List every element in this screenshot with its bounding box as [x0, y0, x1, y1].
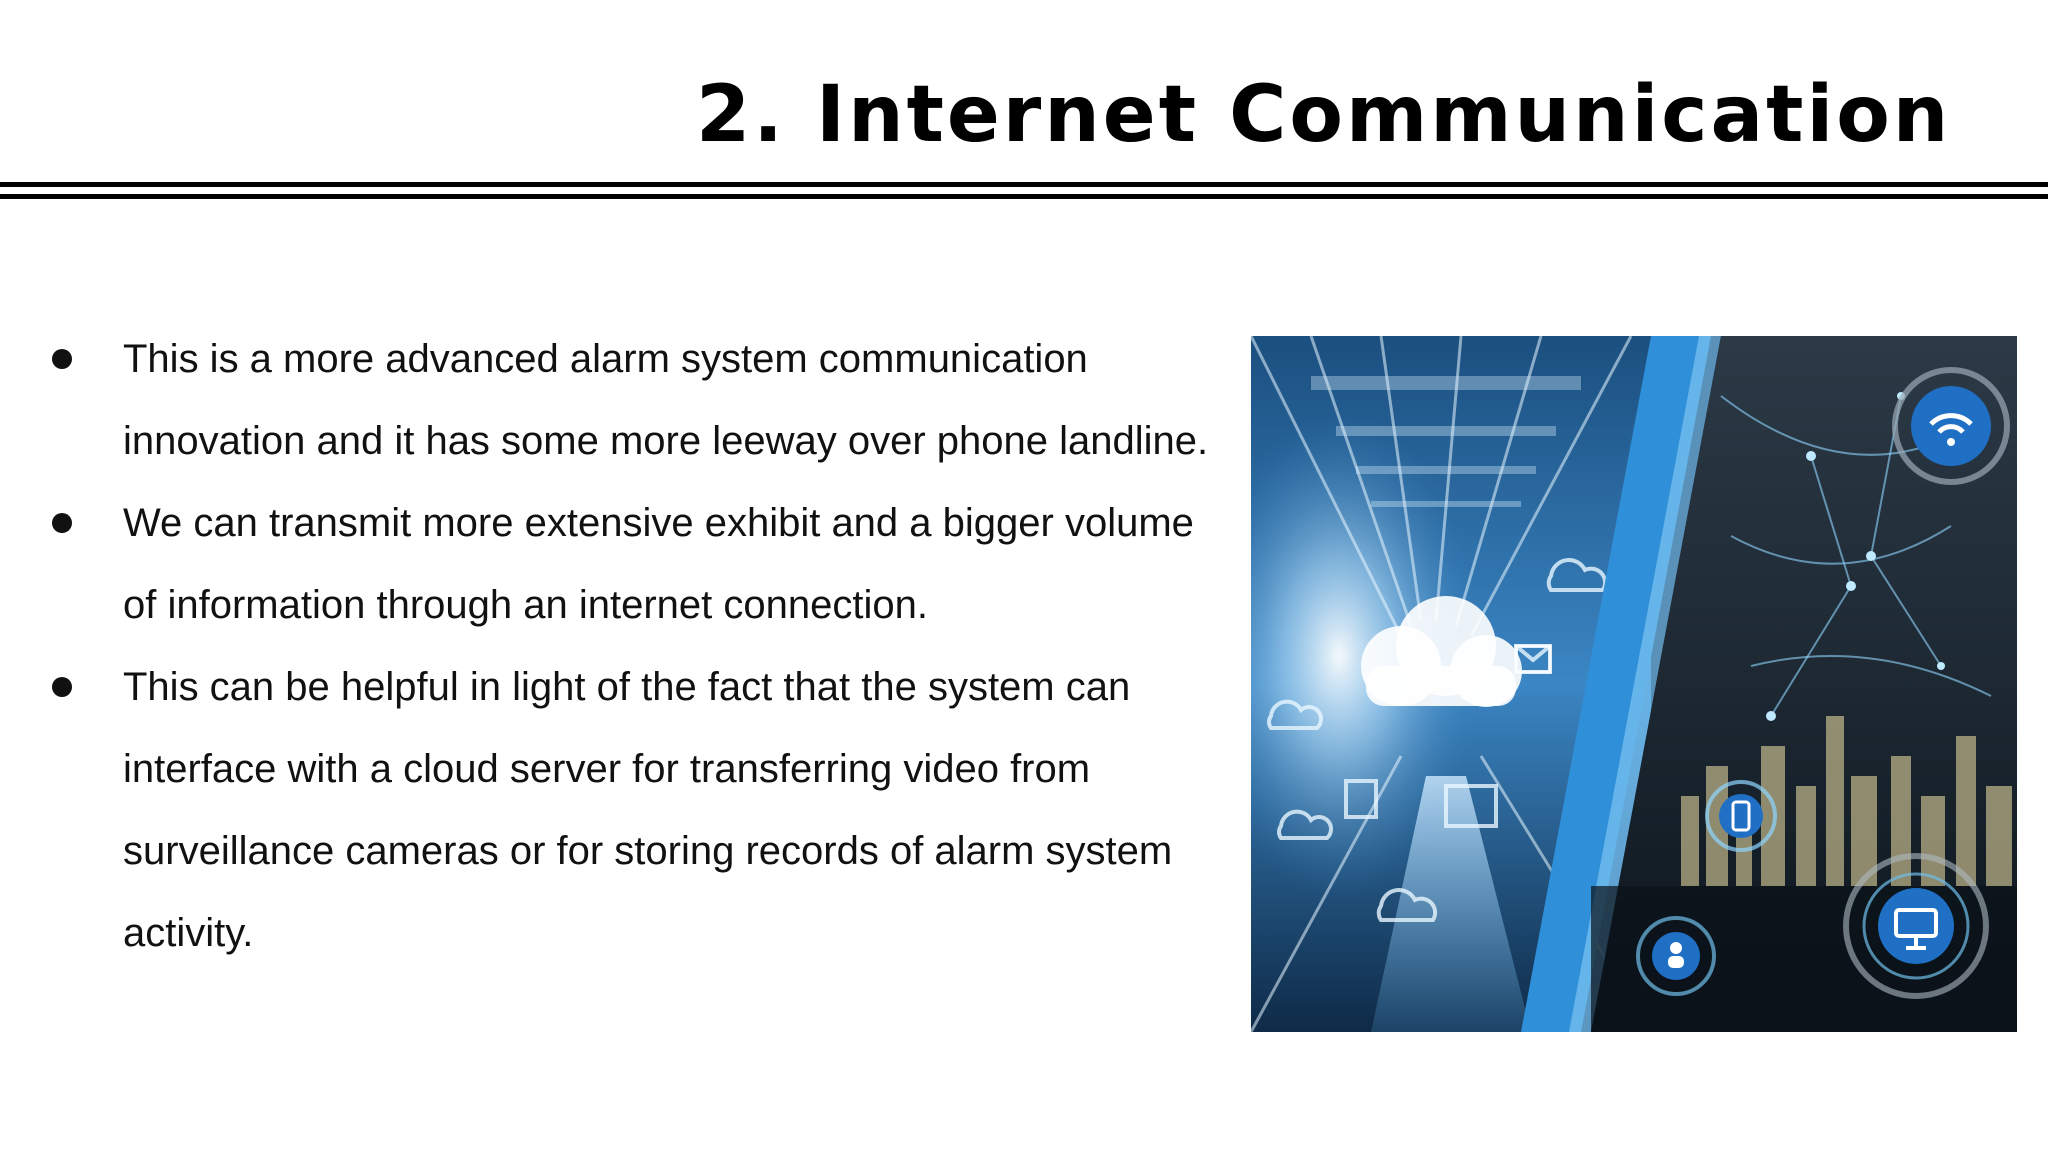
bullet-list: This is a more advanced alarm system com…: [0, 318, 1240, 974]
bullet-item: This can be helpful in light of the fact…: [0, 646, 1233, 974]
monitor-icon: [1843, 853, 1989, 999]
title-divider-top: [0, 182, 2048, 187]
bullet-dot: [52, 677, 72, 697]
cloud-icon: [1361, 596, 1522, 707]
bullet-text: This can be helpful in light of the fact…: [123, 665, 1173, 955]
network-illustration-graphic: [1251, 336, 2017, 1032]
people-icon: [1636, 916, 1716, 996]
bullet-text: This is a more advanced alarm system com…: [123, 337, 1209, 463]
wifi-icon: [1892, 367, 2010, 485]
mail-icon: [1514, 644, 1552, 674]
network-illustration: [1251, 336, 2017, 1032]
bullet-item: We can transmit more extensive exhibit a…: [0, 482, 1233, 646]
title-divider-bottom: [0, 194, 2048, 199]
bullet-dot: [52, 349, 72, 369]
bullet-item: This is a more advanced alarm system com…: [0, 318, 1233, 482]
slide-title: 2. Internet Communication: [696, 70, 1952, 160]
bullet-dot: [52, 513, 72, 533]
phone-icon: [1705, 780, 1777, 852]
bullet-text: We can transmit more extensive exhibit a…: [123, 501, 1194, 627]
